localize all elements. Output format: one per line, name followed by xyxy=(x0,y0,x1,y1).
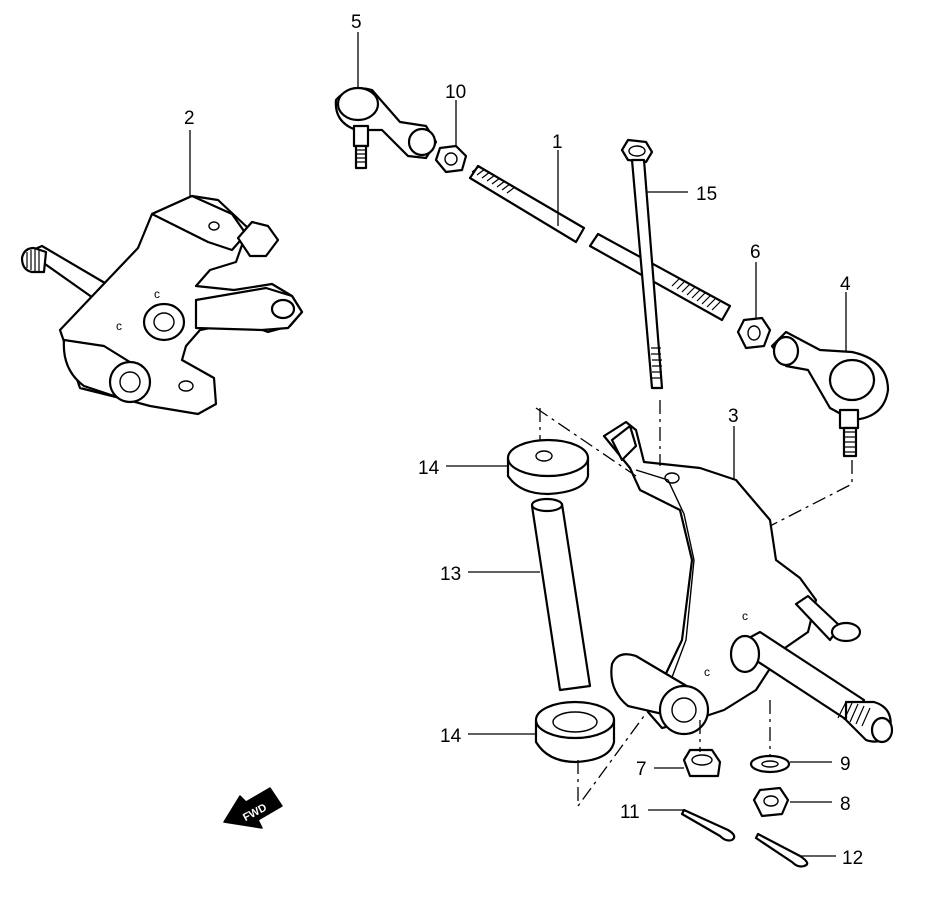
callout-7: 7 xyxy=(636,759,647,780)
callout-2: 2 xyxy=(184,108,195,129)
part-15-bolt xyxy=(620,138,664,390)
assembly-lines xyxy=(535,400,853,808)
callout-10: 10 xyxy=(445,82,466,103)
callout-15: 15 xyxy=(696,184,717,205)
part-14-bushing-lower xyxy=(534,700,616,764)
part-10-nut xyxy=(434,144,468,174)
svg-text:c: c xyxy=(154,287,160,301)
fwd-arrow-icon: FWD xyxy=(223,787,283,829)
callout-8: 8 xyxy=(840,794,851,815)
part-13-sleeve xyxy=(530,497,592,692)
part-12-cotter-pin xyxy=(754,832,809,868)
part-6-nut xyxy=(736,316,772,350)
part-4-tie-rod-end xyxy=(770,330,890,458)
svg-text:c: c xyxy=(742,609,748,623)
callout-3: 3 xyxy=(728,406,739,427)
leader-lines xyxy=(189,32,847,857)
part-7-nut xyxy=(682,748,722,778)
svg-text:c: c xyxy=(116,319,122,333)
callout-13: 13 xyxy=(440,564,461,585)
part-1-tie-rod xyxy=(468,164,732,322)
part-5-tie-rod-end xyxy=(334,86,438,170)
callout-labels: 1 2 3 4 5 6 7 8 9 10 11 12 13 14 14 15 xyxy=(184,12,863,869)
callout-4: 4 xyxy=(840,274,851,295)
svg-text:c: c xyxy=(704,665,710,679)
callout-12: 12 xyxy=(842,848,863,869)
part-9-washer xyxy=(749,754,791,774)
callout-11: 11 xyxy=(620,802,640,823)
callout-1: 1 xyxy=(552,132,563,153)
part-3-knuckle: c c xyxy=(602,420,894,744)
part-14-bushing-upper xyxy=(506,438,590,496)
callout-6: 6 xyxy=(750,242,761,263)
callout-5: 5 xyxy=(351,12,362,33)
callout-9: 9 xyxy=(840,754,851,775)
part-2-steering-arm: c c xyxy=(20,194,304,416)
part-8-castle-nut xyxy=(752,786,790,818)
callout-14-upper: 14 xyxy=(418,458,440,479)
callout-14-lower: 14 xyxy=(440,726,462,747)
part-11-cotter-pin xyxy=(680,808,736,842)
